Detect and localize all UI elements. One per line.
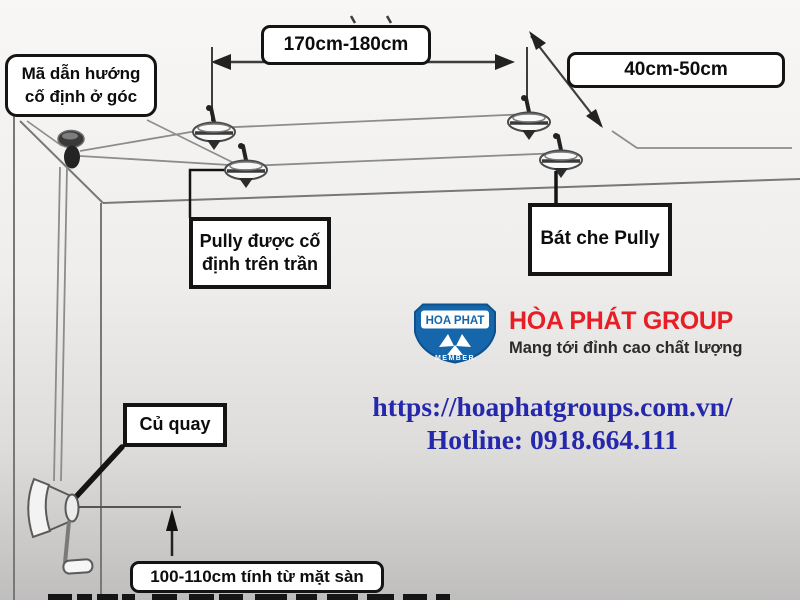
logo-badge-member: MEMBER <box>435 355 475 362</box>
corner-guide-icon <box>57 129 85 169</box>
room-corner-lines <box>13 56 800 600</box>
callout-corner-guide-line2: cố định ở góc <box>24 86 138 106</box>
hoaphat-shield-logo-icon: HOA PHAT MEMBER <box>414 303 496 364</box>
callout-pulley-cover: Bát che Pully <box>528 203 672 276</box>
callout-span-measure: 170cm-180cm <box>261 25 431 65</box>
contact-block: https://hoaphatgroups.com.vn/ Hotline: 0… <box>310 390 795 456</box>
logo-badge-title: HOA PHAT <box>426 315 485 327</box>
gap-measure-label: 40cm-50cm <box>624 58 728 80</box>
pulley-bottom-right-icon <box>538 131 584 180</box>
callout-pulley-fixed: Pully được cố định trên trần <box>189 217 331 289</box>
callout-corner-guide: Mã dẫn hướng cố định ở góc <box>5 54 157 117</box>
floor-text-remnant <box>48 594 450 600</box>
height-measure-arrow <box>78 506 181 556</box>
callout-gap-measure: 40cm-50cm <box>567 52 785 88</box>
leader-lines-black <box>71 168 558 502</box>
website-url: https://hoaphatgroups.com.vn/ <box>372 391 733 422</box>
pulley-bottom-left-icon <box>223 141 269 190</box>
pulley-fixed-line1: Pully được cố <box>199 230 321 251</box>
winder-label: Củ quay <box>139 414 211 435</box>
pulley-fixed-line2: định trên trần <box>202 254 318 274</box>
pulley-top-left-icon <box>191 103 237 152</box>
pulley-top-right-icon <box>506 93 552 142</box>
gap-measure-arrow <box>529 31 603 128</box>
span-measure-label: 170cm-180cm <box>283 33 409 55</box>
hotline-number: Hotline: 0918.664.111 <box>426 424 679 455</box>
callout-floor-height: 100-110cm tính từ mặt sàn <box>130 561 384 593</box>
winder-crank-icon <box>27 477 94 575</box>
floor-height-label: 100-110cm tính từ mặt sàn <box>150 566 364 586</box>
company-name: HÒA PHÁT GROUP <box>509 307 734 335</box>
callout-winder: Củ quay <box>123 403 227 447</box>
brand-block: HOA PHAT MEMBER HÒA PHÁT GROUP Mang tới … <box>408 303 742 367</box>
callout-corner-guide-line1: Mã dẫn hướng <box>21 64 141 84</box>
leader-lines-gray <box>26 119 239 166</box>
company-tagline: Mang tới đỉnh cao chất lượng <box>509 339 743 357</box>
pulley-cover-label: Bát che Pully <box>540 228 660 250</box>
